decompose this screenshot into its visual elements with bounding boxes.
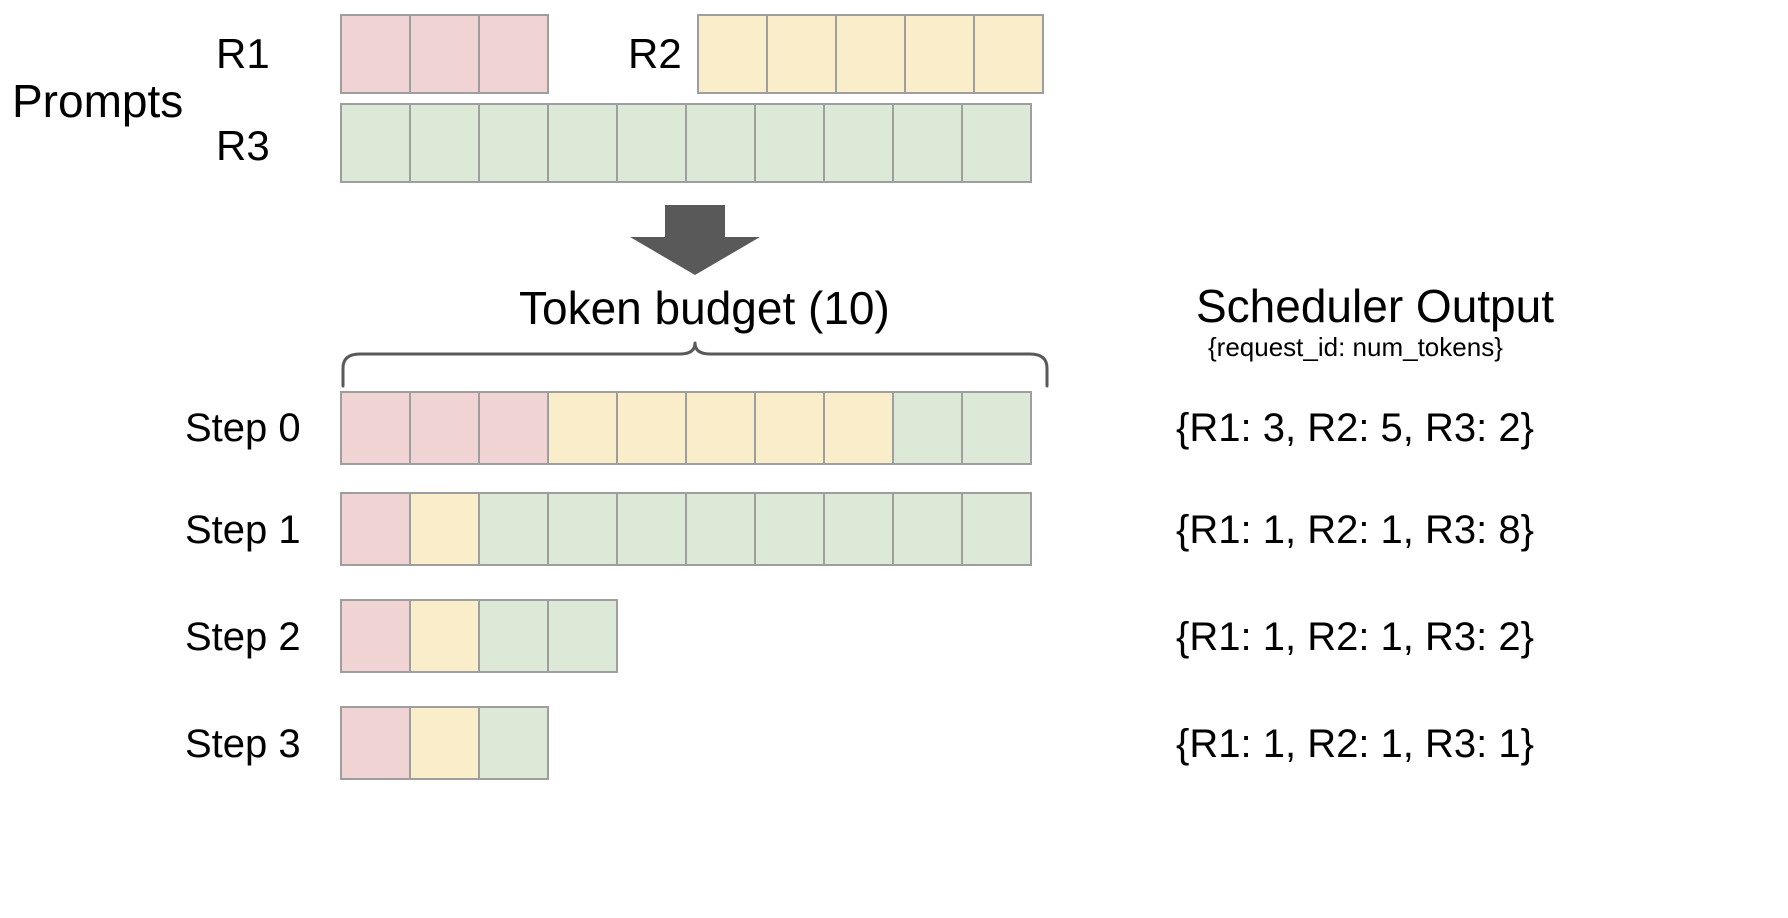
token-cell-r3: [754, 103, 825, 183]
token-cell-r2: [685, 391, 756, 465]
token-cell-r2: [409, 706, 480, 780]
request-label-r2: R2: [628, 30, 682, 77]
token-cell-r3: [547, 103, 618, 183]
token-cell-r2: [766, 14, 837, 94]
token-cell-r3: [754, 492, 825, 566]
token-cell-r2: [547, 391, 618, 465]
token-cell-r3: [892, 391, 963, 465]
scheduler-output-value-3: {R1: 1, R2: 1, R3: 1}: [1176, 722, 1534, 766]
step-label-2: Step 2: [185, 615, 301, 659]
prompts-group-label: Prompts: [12, 75, 184, 127]
token-cell-r3: [547, 492, 618, 566]
token-cell-r3: [340, 103, 411, 183]
token-cell-r3: [961, 103, 1032, 183]
token-cell-r1: [478, 14, 549, 94]
down-arrow-icon: [630, 205, 760, 275]
token-cell-r2: [835, 14, 906, 94]
token-cell-r1: [340, 492, 411, 566]
scheduler-output-value-0: {R1: 3, R2: 5, R3: 2}: [1176, 406, 1534, 450]
token-cell-r3: [616, 492, 687, 566]
step-row-1: [340, 492, 1032, 566]
token-cell-r1: [478, 391, 549, 465]
token-cell-r3: [892, 103, 963, 183]
token-cell-r3: [478, 492, 549, 566]
token-cell-r1: [340, 391, 411, 465]
prompt-row-r3: [340, 103, 1032, 183]
scheduler-output-title: Scheduler Output: [1196, 280, 1555, 332]
scheduler-output-value-2: {R1: 1, R2: 1, R3: 2}: [1176, 615, 1534, 659]
token-cell-r3: [478, 599, 549, 673]
prompt-row-r2: [697, 14, 1044, 94]
scheduler-output-subtitle: {request_id: num_tokens}: [1208, 332, 1503, 362]
token-cell-r1: [409, 391, 480, 465]
token-cell-r3: [685, 103, 756, 183]
token-cell-r1: [340, 599, 411, 673]
request-label-r1: R1: [216, 30, 270, 77]
step-label-3: Step 3: [185, 722, 301, 766]
step-row-3: [340, 706, 549, 780]
token-budget-brace: [340, 340, 1050, 388]
token-cell-r2: [616, 391, 687, 465]
token-cell-r3: [409, 103, 480, 183]
token-cell-r2: [409, 492, 480, 566]
token-cell-r3: [823, 103, 894, 183]
token-cell-r3: [547, 599, 618, 673]
token-cell-r3: [616, 103, 687, 183]
step-label-1: Step 1: [185, 508, 301, 552]
token-cell-r3: [961, 492, 1032, 566]
step-row-0: [340, 391, 1032, 465]
token-cell-r1: [340, 706, 411, 780]
token-cell-r3: [478, 103, 549, 183]
request-label-r3: R3: [216, 122, 270, 169]
token-cell-r2: [409, 599, 480, 673]
token-cell-r3: [685, 492, 756, 566]
token-cell-r2: [904, 14, 975, 94]
token-cell-r3: [478, 706, 549, 780]
token-cell-r1: [340, 14, 411, 94]
token-cell-r3: [823, 492, 894, 566]
token-cell-r2: [973, 14, 1044, 94]
scheduler-output-value-1: {R1: 1, R2: 1, R3: 8}: [1176, 508, 1534, 552]
token-cell-r2: [823, 391, 894, 465]
token-budget-label: Token budget (10): [519, 282, 890, 334]
token-cell-r3: [892, 492, 963, 566]
prompt-row-r1: [340, 14, 549, 94]
token-cell-r1: [409, 14, 480, 94]
token-cell-r3: [961, 391, 1032, 465]
step-row-2: [340, 599, 618, 673]
token-cell-r2: [754, 391, 825, 465]
token-cell-r2: [697, 14, 768, 94]
step-label-0: Step 0: [185, 406, 301, 450]
